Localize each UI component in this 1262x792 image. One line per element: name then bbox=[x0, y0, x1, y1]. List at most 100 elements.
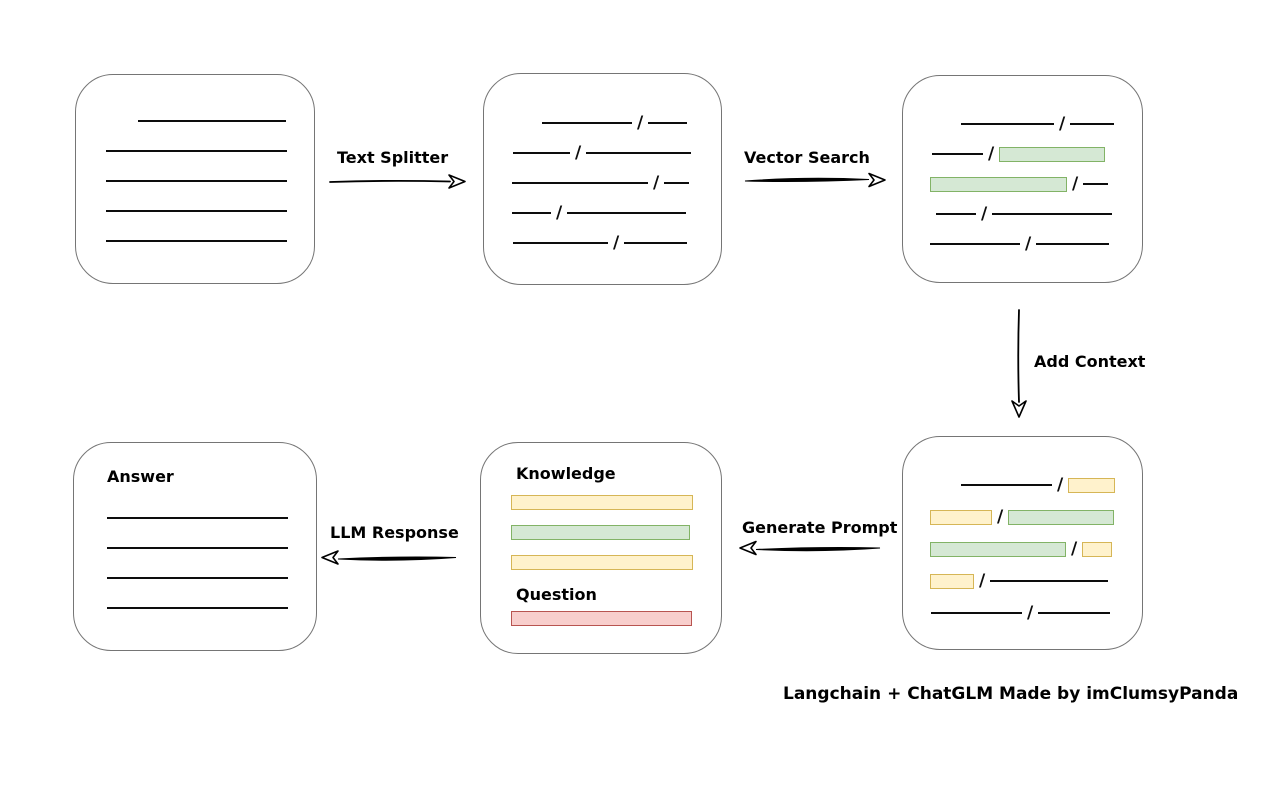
text-line bbox=[1083, 183, 1109, 185]
answer-box: Answer bbox=[73, 442, 317, 651]
text-splitter-label: Text Splitter bbox=[337, 148, 449, 167]
chunk-lines: / / / / / bbox=[484, 74, 721, 253]
text-line bbox=[961, 484, 1052, 486]
vector-search-arrow-icon bbox=[744, 172, 886, 188]
caption-text: Langchain + ChatGLM Made by imClumsyPand… bbox=[783, 684, 1239, 704]
green-highlight-bar bbox=[1008, 509, 1115, 525]
text-row: / bbox=[903, 174, 1142, 194]
add-context-label: Add Context bbox=[1034, 352, 1146, 371]
text-row bbox=[76, 173, 314, 189]
text-line bbox=[624, 242, 688, 244]
text-line bbox=[513, 152, 570, 154]
text-row: / bbox=[903, 114, 1142, 134]
text-line bbox=[664, 182, 690, 184]
text-row: / bbox=[903, 475, 1142, 495]
text-line bbox=[542, 122, 632, 124]
yellow-bar bbox=[511, 555, 693, 570]
text-line bbox=[513, 242, 608, 244]
vector-search-results-box: / / / / / bbox=[902, 75, 1143, 283]
text-line bbox=[1038, 612, 1111, 614]
text-line bbox=[1070, 123, 1115, 125]
chunk-separator-slash: / bbox=[988, 144, 995, 164]
text-row: / bbox=[903, 204, 1142, 224]
yellow-highlight-bar bbox=[1068, 477, 1116, 493]
chunk-separator-slash: / bbox=[997, 507, 1004, 527]
text-row: / bbox=[903, 234, 1142, 254]
text-line bbox=[512, 182, 648, 184]
text-row bbox=[107, 600, 316, 616]
chunk-separator-slash: / bbox=[981, 204, 988, 224]
text-row bbox=[107, 540, 316, 556]
text-row bbox=[107, 570, 316, 586]
green-highlight-bar bbox=[930, 541, 1066, 557]
text-row bbox=[107, 510, 316, 526]
chunk-separator-slash: / bbox=[1059, 114, 1066, 134]
text-line bbox=[106, 180, 287, 182]
vector-search-label: Vector Search bbox=[744, 148, 870, 167]
text-line bbox=[107, 577, 288, 579]
yellow-highlight-bar bbox=[930, 509, 992, 525]
text-row: / bbox=[484, 233, 721, 253]
text-line bbox=[138, 120, 286, 122]
generate-prompt-arrow-icon bbox=[739, 540, 881, 556]
text-row: / bbox=[484, 143, 721, 163]
text-line bbox=[936, 213, 976, 215]
prompt-box: Knowledge Question bbox=[480, 442, 722, 654]
text-row bbox=[76, 143, 314, 159]
text-line bbox=[930, 243, 1020, 245]
text-row: / bbox=[903, 144, 1142, 164]
text-line bbox=[648, 122, 688, 124]
text-line bbox=[106, 150, 287, 152]
llm-response-arrow-icon bbox=[321, 550, 457, 565]
text-row: / bbox=[903, 603, 1142, 623]
document-lines bbox=[76, 75, 314, 249]
chunk-separator-slash: / bbox=[575, 143, 582, 163]
chunk-separator-slash: / bbox=[613, 233, 620, 253]
yellow-highlight-bar bbox=[1082, 541, 1113, 557]
text-row: / bbox=[903, 571, 1142, 591]
text-line bbox=[106, 210, 287, 212]
chunk-separator-slash: / bbox=[1025, 234, 1032, 254]
chunk-separator-slash: / bbox=[979, 571, 986, 591]
text-line bbox=[586, 152, 692, 154]
chunk-separator-slash: / bbox=[556, 203, 563, 223]
document-box bbox=[75, 74, 315, 284]
text-line bbox=[107, 517, 288, 519]
text-line bbox=[567, 212, 687, 214]
chunk-separator-slash: / bbox=[1071, 539, 1078, 559]
text-line bbox=[992, 213, 1113, 215]
text-line bbox=[107, 547, 288, 549]
text-splitter-arrow-icon bbox=[329, 174, 466, 189]
answer-lines bbox=[107, 486, 316, 616]
text-row: / bbox=[484, 173, 721, 193]
llm-response-label: LLM Response bbox=[330, 523, 459, 542]
chunk-separator-slash: / bbox=[653, 173, 660, 193]
question-bars bbox=[511, 611, 721, 626]
text-row: / bbox=[903, 539, 1142, 559]
chunk-separator-slash: / bbox=[1057, 475, 1064, 495]
green-highlight-bar bbox=[930, 176, 1067, 192]
split-chunks-box: / / / / / bbox=[483, 73, 722, 285]
text-row: / bbox=[484, 113, 721, 133]
text-line bbox=[932, 153, 983, 155]
chunk-separator-slash: / bbox=[1072, 174, 1079, 194]
text-line bbox=[990, 580, 1109, 582]
add-context-arrow-icon bbox=[1011, 309, 1027, 418]
text-row bbox=[76, 113, 314, 129]
context-box: / / / / / bbox=[902, 436, 1143, 650]
question-label: Question bbox=[516, 585, 597, 604]
text-row: / bbox=[903, 507, 1142, 527]
text-line bbox=[961, 123, 1054, 125]
text-line bbox=[1036, 243, 1110, 245]
text-line bbox=[931, 612, 1022, 614]
chunk-separator-slash: / bbox=[1027, 603, 1034, 623]
yellow-bar bbox=[511, 495, 693, 510]
text-line bbox=[512, 212, 551, 214]
green-highlight-bar bbox=[999, 146, 1106, 162]
chunk-separator-slash: / bbox=[637, 113, 644, 133]
knowledge-bars bbox=[511, 495, 721, 570]
red-bar bbox=[511, 611, 692, 626]
green-bar bbox=[511, 525, 690, 540]
text-row bbox=[76, 233, 314, 249]
